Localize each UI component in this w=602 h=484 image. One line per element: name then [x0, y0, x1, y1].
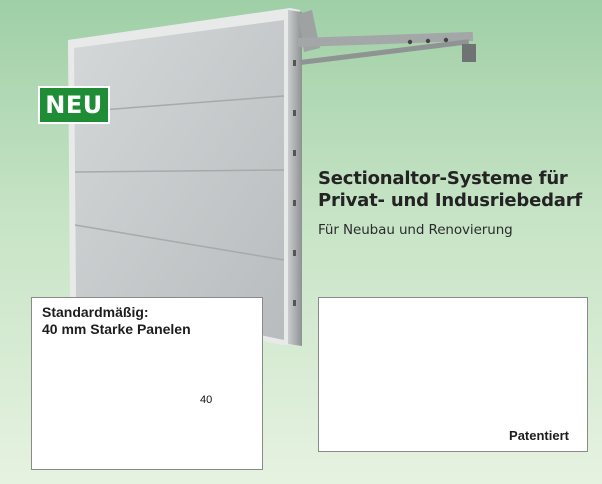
thickness-label: 40	[200, 394, 213, 406]
new-badge: NEU	[38, 86, 110, 124]
panel-info-title: Standardmäßig: 40 mm Starke Panelen	[42, 304, 191, 338]
overhead-rail	[297, 10, 476, 65]
patent-box: Patentiert	[318, 297, 588, 452]
headline-subtitle: Für Neubau und Renovierung	[318, 222, 513, 238]
headline-block: Sectionaltor-Systeme für Privat- und Ind…	[318, 168, 588, 238]
panel-info-title-line-1: Standardmäßig:	[42, 304, 149, 320]
headline-title-line-2: Privat- und Indusriebedarf	[318, 190, 583, 211]
patent-label: Patentiert	[509, 428, 569, 443]
panel-info-title-line-2: 40 mm Starke Panelen	[42, 321, 191, 337]
door-side-frame	[288, 10, 302, 346]
door-panel	[74, 20, 284, 340]
headline-title-line-1: Sectionaltor-Systeme für	[318, 168, 568, 189]
panel-info-box: Standardmäßig: 40 mm Starke Panelen 40	[31, 297, 263, 470]
